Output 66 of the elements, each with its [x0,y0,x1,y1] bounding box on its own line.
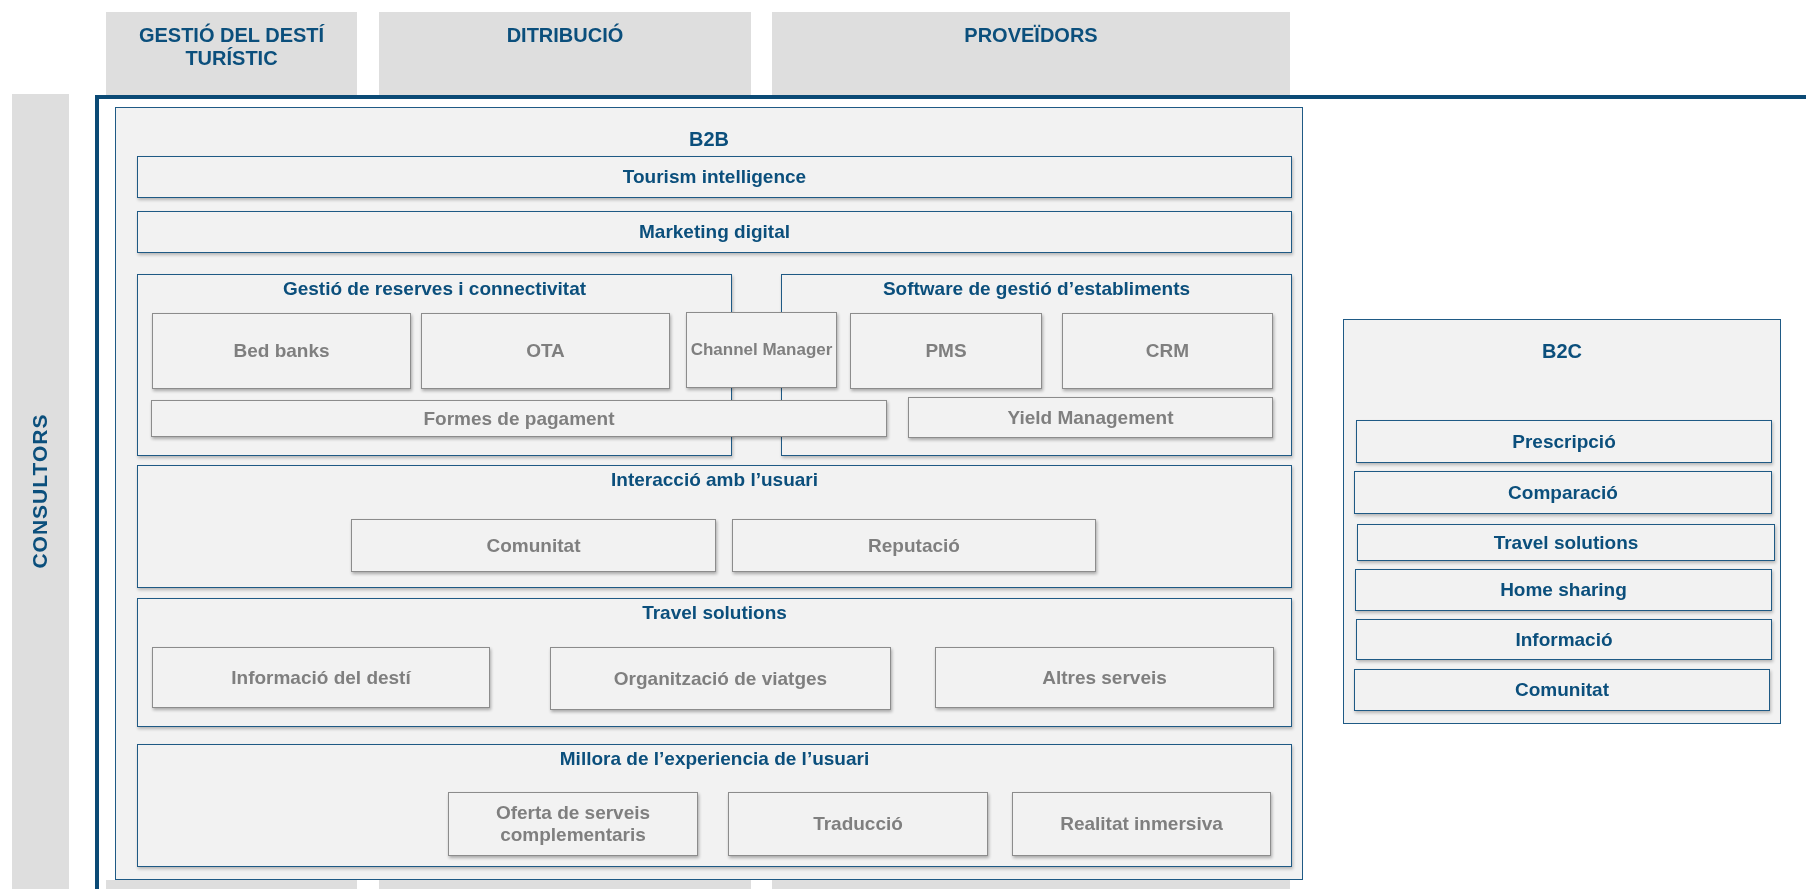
group-box [137,465,1292,588]
item-label: Yield Management [1007,406,1174,429]
item-box [686,312,837,388]
item-label: Informació del destí [231,666,411,689]
item-label: Organització de viatges [613,667,828,690]
item-label: Oferta de serveis complementaris [494,802,652,846]
item-box [152,647,490,708]
item-label: Prescripció [1512,430,1616,453]
item-label: Comparació [1508,481,1618,504]
item-box [1012,792,1271,856]
item-label: Travel solutions [1493,531,1639,554]
item-label: Marketing digital [639,221,790,243]
item-box [728,792,988,856]
column-band [772,12,1290,97]
item-box [850,313,1042,389]
item-label: Formes de pagament [423,407,615,430]
item-label: Altres serveis [1042,666,1167,689]
category-bar [1356,420,1772,463]
section-heading: Travel solutions [641,601,788,624]
category-bar [137,156,1292,198]
category-bar [1354,471,1772,514]
group-box [137,598,1292,727]
section-heading: Software de gestió d’establiments [881,277,1192,300]
item-box [550,647,891,710]
group-box [137,744,1292,867]
section-panel [1343,319,1781,724]
item-label: Channel Manager [690,340,833,360]
item-label: Bed banks [233,340,330,362]
column-band [106,12,357,97]
category-bar [1354,669,1770,711]
item-box [732,519,1096,572]
category-bar [137,211,1292,253]
column-heading: DITRIBUCIÓ [505,22,625,47]
row-band [12,94,69,889]
item-label: Traducció [813,813,903,835]
section-panel [115,107,1303,880]
item-box [448,792,698,856]
item-box [151,400,887,437]
column-heading: PROVEÏDORS [963,23,1099,47]
column-heading: GESTIÓ DEL DESTÍ TURÍSTIC [137,22,326,70]
section-heading: Gestió de reserves i connectivitat [281,277,588,300]
column-band [379,12,751,97]
item-box [152,313,411,389]
item-label: PMS [925,340,967,362]
column-heading: CONSULTORS [28,413,53,569]
category-bar [1355,569,1772,611]
section-heading: B2B [688,127,730,151]
item-label: Comunitat [1515,679,1609,701]
section-heading: B2C [1541,339,1583,363]
item-box [935,647,1274,708]
section-heading: Millora de l’experiencia de l’usuari [558,747,871,770]
item-box [908,397,1273,438]
category-bar [1357,524,1775,561]
item-box [421,313,670,389]
section-heading: Interacció amb l’usuari [610,468,819,491]
category-bar [1356,619,1772,660]
item-label: Comunitat [486,534,581,557]
item-label: Realitat inmersiva [1060,813,1223,835]
item-label: Tourism intelligence [622,166,807,188]
item-box [1062,313,1273,389]
item-box [351,519,716,572]
item-label: Reputació [868,534,960,557]
item-label: Informació [1515,628,1613,651]
item-label: OTA [526,340,565,362]
item-label: Home sharing [1500,579,1627,601]
item-label: CRM [1145,340,1190,362]
